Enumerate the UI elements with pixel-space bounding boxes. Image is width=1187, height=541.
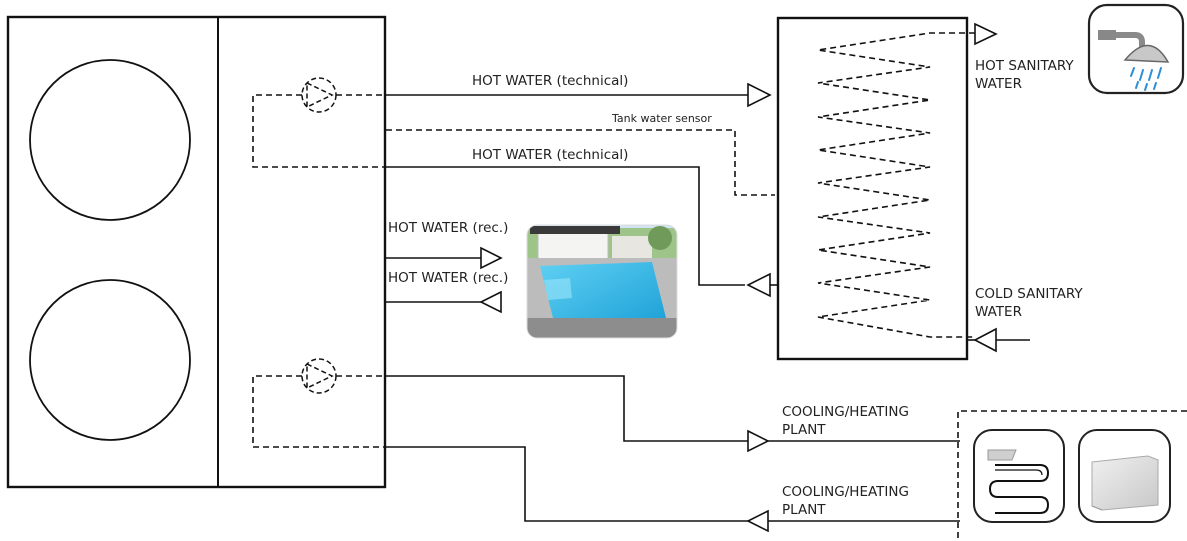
hot-water-rec-in-label: HOT WATER (rec.) bbox=[388, 270, 508, 286]
cooling-heating-plant-in-label-line2: PLANT bbox=[782, 502, 826, 518]
circulation-pump-icon bbox=[301, 358, 337, 394]
cooling-heating-plant-out-pipe bbox=[386, 375, 748, 442]
bottom-loop-dashed bbox=[252, 375, 386, 448]
flow-arrow-icon bbox=[479, 290, 502, 314]
cold-sanitary-water-label-line1: COLD SANITARY bbox=[975, 286, 1083, 302]
cooling-heating-plant-out-label-line1: COOLING/HEATING bbox=[782, 404, 909, 420]
plant-dashed-enclosure bbox=[957, 410, 1187, 541]
tank-water-sensor-line bbox=[386, 129, 775, 196]
hot-water-technical-return-label: HOT WATER (technical) bbox=[472, 147, 628, 163]
hot-sanitary-water-label-line1: HOT SANITARY bbox=[975, 58, 1074, 74]
cooling-heating-plant-in-pipe bbox=[386, 446, 768, 522]
top-loop-dashed bbox=[252, 94, 386, 168]
bottom-pump-circuit bbox=[252, 358, 386, 448]
cold-sanitary-water-label-line2: WATER bbox=[975, 304, 1022, 320]
underfloor-heating-icon bbox=[973, 429, 1065, 523]
flow-arrow-icon bbox=[480, 246, 503, 270]
hot-water-rec-out-label: HOT WATER (rec.) bbox=[388, 220, 508, 236]
cooling-heating-plant-in-label-line1: COOLING/HEATING bbox=[782, 484, 909, 500]
radiator-icon bbox=[1078, 429, 1171, 523]
top-pump-circuit bbox=[252, 77, 386, 168]
swimming-pool-picture bbox=[527, 225, 677, 338]
flow-arrow-icon bbox=[973, 327, 997, 353]
shower-icon bbox=[1087, 3, 1185, 95]
tank-water-sensor-label: Tank water sensor bbox=[611, 112, 712, 125]
fan-circle-icon bbox=[29, 279, 191, 441]
hot-water-technical-return-pipe bbox=[386, 166, 745, 286]
cooling-heating-plant-out-label-line2: PLANT bbox=[782, 422, 826, 438]
flow-arrow-icon bbox=[747, 82, 772, 108]
flow-arrow-icon bbox=[974, 22, 998, 46]
flow-arrow-icon bbox=[747, 429, 770, 453]
hot-sanitary-water-label-line2: WATER bbox=[975, 76, 1022, 92]
flow-arrow-icon bbox=[746, 272, 771, 298]
circulation-pump-icon bbox=[301, 77, 337, 113]
tank-heat-exchanger-coil bbox=[817, 32, 975, 338]
hot-water-tank bbox=[776, 16, 975, 361]
fan-circle-icon bbox=[29, 59, 191, 221]
hot-water-technical-label: HOT WATER (technical) bbox=[472, 73, 628, 89]
flow-arrow-icon bbox=[746, 509, 769, 533]
tank-outline bbox=[776, 16, 969, 361]
